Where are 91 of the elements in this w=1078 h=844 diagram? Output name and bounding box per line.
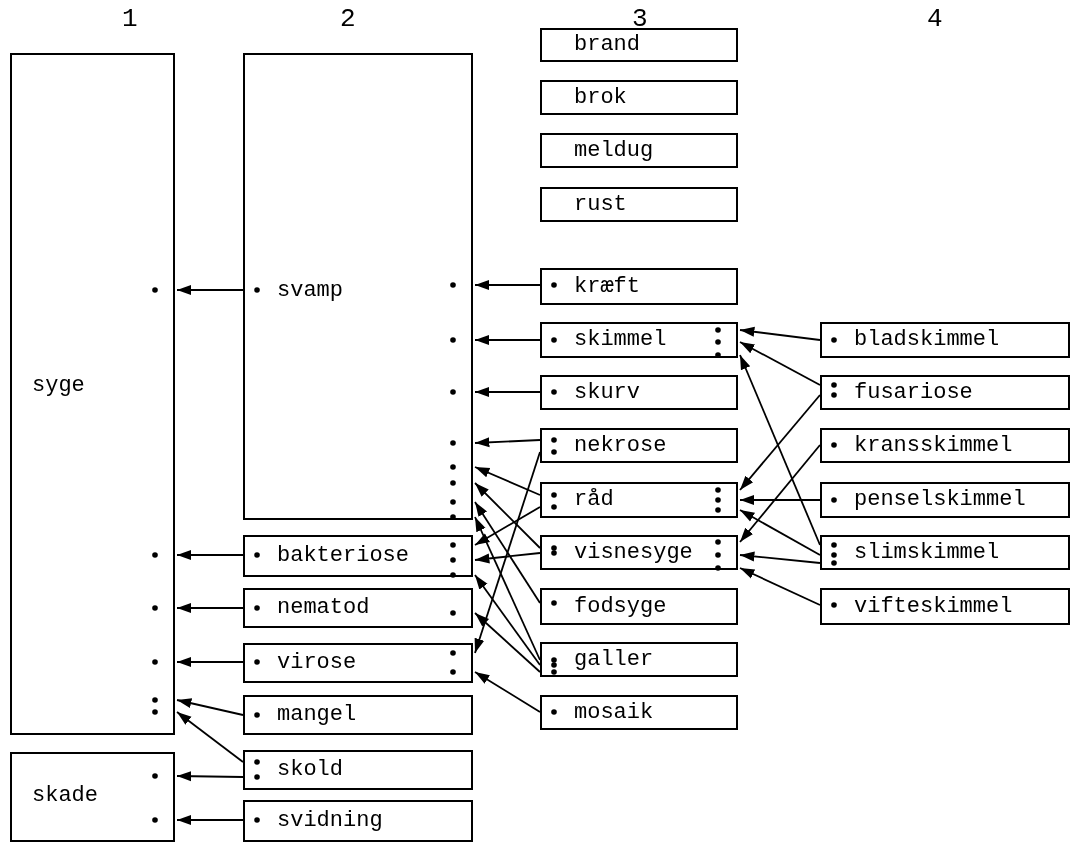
term-box <box>243 695 473 735</box>
term-label: galler <box>574 645 654 674</box>
term-box <box>540 588 738 625</box>
term-box <box>243 800 473 842</box>
term-label: slimskimmel <box>854 538 1000 567</box>
term-label: nekrose <box>574 431 667 460</box>
arrow <box>474 574 541 666</box>
term-box <box>540 695 738 730</box>
term-label: bladskimmel <box>854 326 1000 354</box>
term-box <box>540 375 738 410</box>
column-number: 4 <box>927 4 943 34</box>
term-box <box>540 187 738 222</box>
arrow <box>739 354 821 546</box>
term-box <box>10 53 175 735</box>
term-label: råd <box>574 486 614 514</box>
term-box <box>540 322 738 358</box>
arrow <box>474 451 541 654</box>
arrow <box>176 656 244 668</box>
term-label: penselskimmel <box>854 486 1026 514</box>
term-label: virose <box>277 649 357 677</box>
term-box <box>540 268 738 305</box>
arrow <box>474 671 541 713</box>
arrow <box>474 466 541 496</box>
arrow <box>739 494 821 506</box>
term-label: visnesyge <box>574 538 693 567</box>
arrow <box>176 698 244 716</box>
term-label: kransskimmel <box>854 431 1013 460</box>
term-label: mangel <box>277 701 357 729</box>
term-label: skimmel <box>574 326 667 354</box>
arrow <box>474 437 541 448</box>
term-label: brok <box>574 83 627 112</box>
term-box <box>540 80 738 115</box>
term-box <box>10 752 175 842</box>
arrow <box>474 334 541 346</box>
arrow <box>474 506 541 546</box>
arrow <box>474 501 541 604</box>
arrow <box>176 814 244 826</box>
term-label: svamp <box>277 277 343 305</box>
term-box <box>243 750 473 790</box>
term-label: kræft <box>574 272 640 301</box>
arrow <box>176 602 244 614</box>
arrow <box>176 771 244 782</box>
term-label: vifteskimmel <box>854 592 1013 621</box>
term-box <box>540 482 738 518</box>
term-box <box>243 535 473 577</box>
term-label: skurv <box>574 378 640 407</box>
arrow <box>474 552 541 564</box>
term-box <box>243 588 473 628</box>
term-label: brand <box>574 31 640 59</box>
term-box <box>820 588 1070 625</box>
arrow <box>739 326 821 341</box>
term-label: fusariose <box>854 378 973 407</box>
arrow <box>739 444 821 543</box>
term-label: skold <box>277 756 343 784</box>
arrow <box>474 279 541 291</box>
arrow <box>176 284 244 296</box>
term-box <box>243 53 473 520</box>
term-box <box>820 322 1070 358</box>
term-box <box>820 535 1070 570</box>
term-label: fodsyge <box>574 592 667 621</box>
arrow <box>176 711 244 763</box>
column-number: 2 <box>340 4 356 34</box>
column-number: 1 <box>122 4 138 34</box>
arrow <box>739 509 821 556</box>
term-box <box>820 482 1070 518</box>
term-box <box>243 643 473 683</box>
arrow <box>739 551 821 564</box>
arrow <box>176 549 244 561</box>
term-label: nematod <box>277 594 370 622</box>
term-box <box>540 28 738 62</box>
arrow <box>474 482 541 549</box>
arrow <box>474 612 541 673</box>
term-box <box>820 375 1070 410</box>
term-label: syge <box>32 372 85 400</box>
arrow <box>474 516 541 661</box>
term-box <box>540 428 738 463</box>
term-box <box>820 428 1070 463</box>
term-label: svidning <box>277 807 383 835</box>
term-box <box>540 535 738 570</box>
term-box <box>540 642 738 677</box>
arrow <box>474 386 541 398</box>
column-number: 3 <box>632 4 648 34</box>
term-label: rust <box>574 190 627 219</box>
term-label: bakteriose <box>277 542 410 570</box>
arrow <box>739 394 821 491</box>
term-label: meldug <box>574 136 654 165</box>
term-label: mosaik <box>574 698 654 727</box>
term-label: skade <box>32 782 98 810</box>
term-box <box>540 133 738 168</box>
arrow <box>739 341 821 386</box>
arrow <box>739 567 821 606</box>
